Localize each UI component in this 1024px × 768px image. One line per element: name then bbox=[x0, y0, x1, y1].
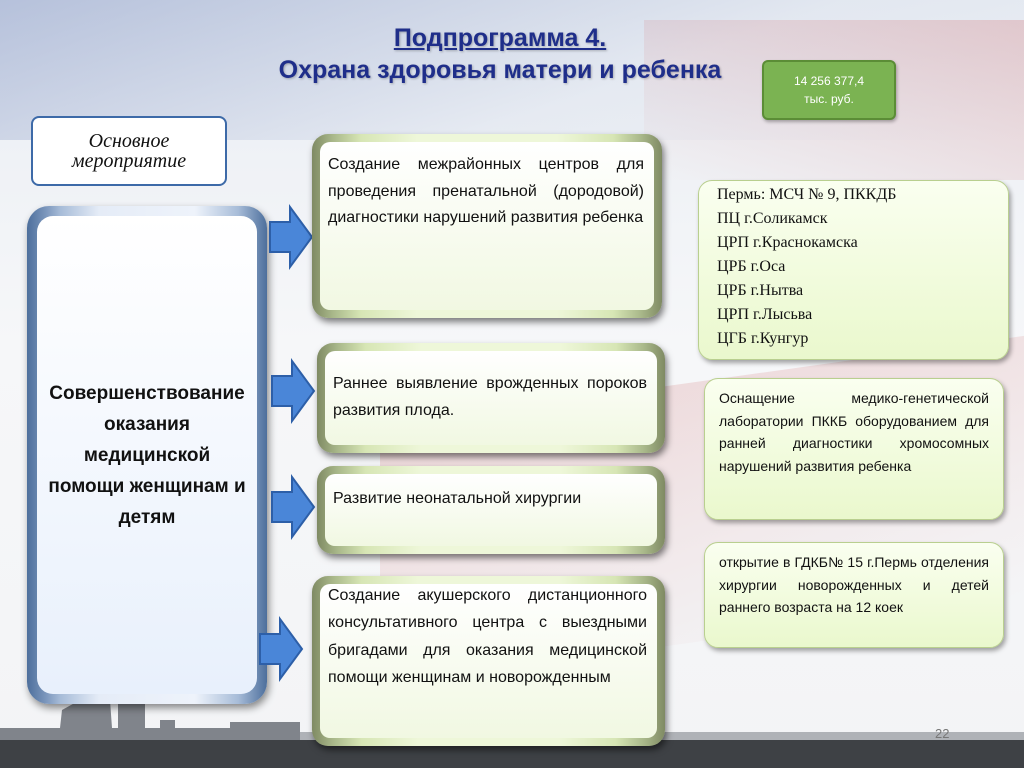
arrow-right-icon bbox=[269, 204, 314, 270]
institution-item: Пермь: МСЧ № 9, ПККДБ bbox=[717, 186, 897, 203]
main-measure-box: Совершенствование оказания медицинской п… bbox=[27, 206, 267, 704]
main-measure-label: Основное мероприятие bbox=[31, 116, 227, 186]
measure-text-2: Раннее выявление врожденных пороков разв… bbox=[333, 375, 647, 419]
budget-amount: 14 256 377,4 bbox=[793, 74, 865, 88]
budget-badge: 14 256 377,4 тыс. руб. bbox=[762, 60, 896, 120]
arrow-right-icon bbox=[271, 358, 316, 424]
surgery-text: открытие в ГДКБ№ 15 г.Пермь отделения хи… bbox=[719, 554, 989, 615]
surgery-box: открытие в ГДКБ№ 15 г.Пермь отделения хи… bbox=[704, 542, 1004, 648]
main-label-line-2: мероприятие bbox=[71, 150, 187, 172]
institution-item: ЦРБ г.Нытва bbox=[717, 282, 804, 299]
institution-item: ЦГБ г.Кунгур bbox=[717, 330, 809, 347]
title-line-2: Охрана здоровья матери и ребенка bbox=[278, 56, 722, 84]
measure-text-3: Развитие неонатальной хирургии bbox=[333, 490, 582, 507]
institutions-list: Пермь: МСЧ № 9, ПККДБ ПЦ г.Соликамск ЦРП… bbox=[717, 183, 992, 351]
measure-text-1: Создание межрайонных центров для проведе… bbox=[328, 156, 644, 226]
institution-item: ПЦ г.Соликамск bbox=[717, 210, 828, 227]
equipment-text: Оснащение медико-генетической лаборатори… bbox=[719, 390, 989, 474]
measure-box-3: Развитие неонатальной хирургии bbox=[317, 466, 665, 554]
measure-box-1: Создание межрайонных центров для проведе… bbox=[312, 134, 662, 318]
title-line-1: Подпрограмма 4. bbox=[393, 24, 607, 52]
page-number: 22 bbox=[935, 726, 950, 741]
institution-item: ЦРБ г.Оса bbox=[717, 258, 786, 275]
equipment-box: Оснащение медико-генетической лаборатори… bbox=[704, 378, 1004, 520]
institutions-box: Пермь: МСЧ № 9, ПККДБ ПЦ г.Соликамск ЦРП… bbox=[698, 180, 1009, 360]
institution-item: ЦРП г.Лысьва bbox=[717, 306, 813, 323]
budget-unit: тыс. руб. bbox=[804, 92, 854, 106]
measure-box-4: Создание акушерского дистанционного конс… bbox=[312, 576, 665, 746]
institution-item: ЦРП г.Краснокамска bbox=[717, 234, 858, 251]
slide-title: Подпрограмма 4. Охрана здоровья матери и… bbox=[200, 22, 800, 86]
main-measure-text: Совершенствование оказания медицинской п… bbox=[48, 382, 246, 528]
main-label-line-1: Основное bbox=[88, 130, 170, 152]
arrow-right-icon bbox=[271, 474, 316, 540]
measure-box-2: Раннее выявление врожденных пороков разв… bbox=[317, 343, 665, 453]
arrow-right-icon bbox=[259, 616, 304, 682]
measure-text-4: Создание акушерского дистанционного конс… bbox=[328, 587, 647, 686]
